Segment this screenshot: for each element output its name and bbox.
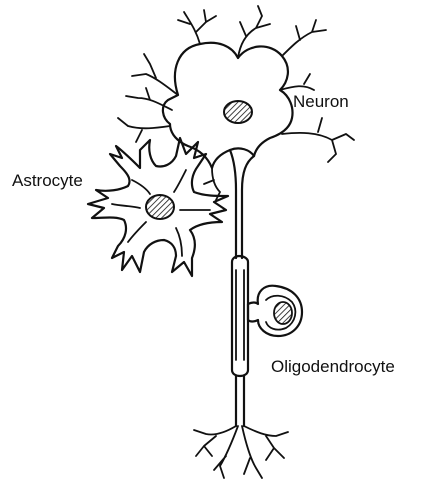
axon-terminal (242, 426, 262, 478)
neuron-dendrite (238, 6, 270, 58)
neuron-dendrite (178, 10, 216, 44)
neuron-nucleus (224, 101, 252, 123)
oligodendrocyte (248, 286, 302, 336)
neuron-dendrite (126, 88, 172, 110)
astrocyte-label: Astrocyte (12, 172, 83, 189)
myelin-sheath (236, 270, 244, 360)
oligodendrocyte-nucleus (274, 302, 292, 324)
neuron-axon (236, 376, 244, 426)
astrocyte-process (132, 180, 150, 194)
astrocyte-process (176, 228, 182, 256)
astrocyte-process (128, 222, 146, 242)
oligodendrocyte-label: Oligodendrocyte (271, 358, 395, 375)
neuron-label: Neuron (293, 93, 349, 110)
neuron-dendrite (118, 118, 170, 142)
neuron-dendrite (132, 54, 178, 95)
axon-terminal (194, 426, 236, 456)
astrocyte-process (112, 204, 140, 208)
astrocyte-nucleus (146, 195, 174, 219)
neuron-dendrite (282, 118, 354, 162)
myelin-sheath (232, 256, 248, 376)
neuron-dendrite (282, 20, 326, 56)
astrocyte-process (174, 170, 186, 192)
neuron-axon (230, 150, 254, 258)
